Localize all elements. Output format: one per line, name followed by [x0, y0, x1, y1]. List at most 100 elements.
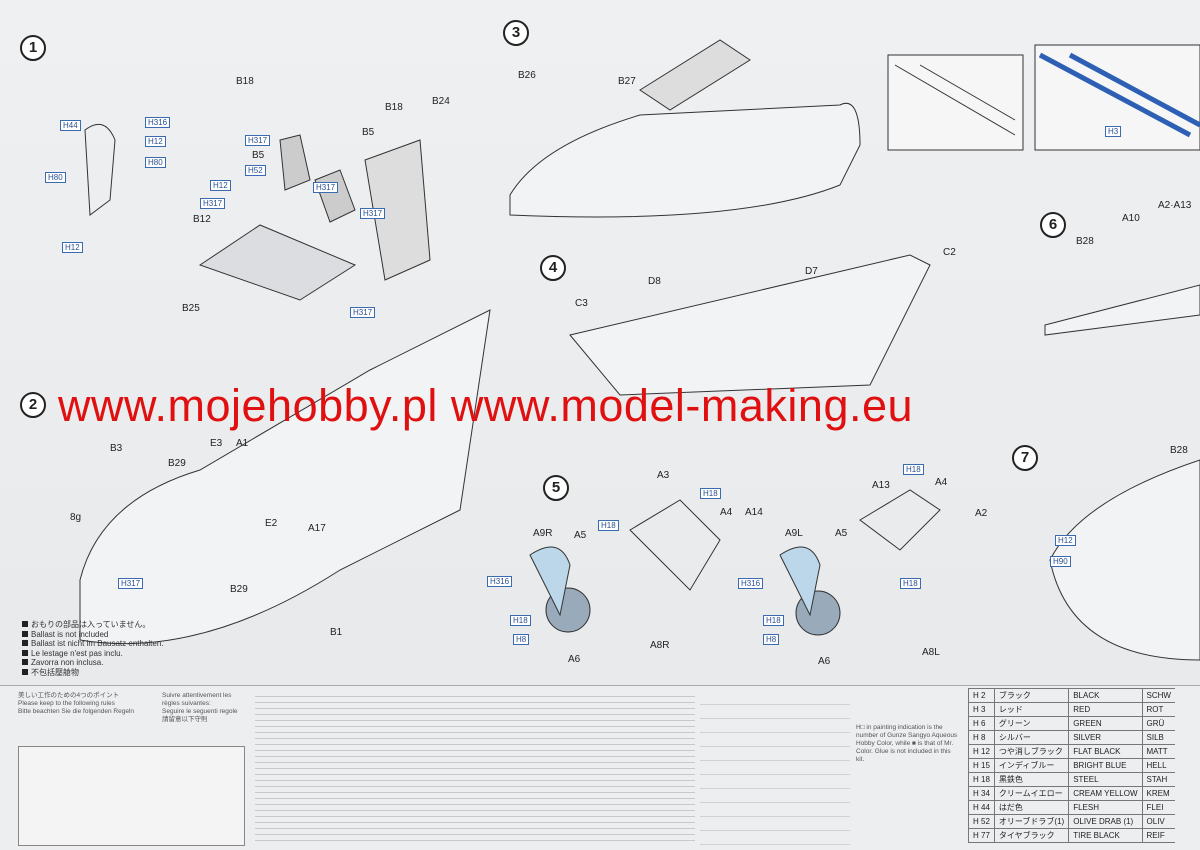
paint-code: H317	[118, 578, 144, 589]
part-label: B29	[230, 584, 248, 595]
paint-code: H80	[45, 172, 66, 183]
part-label: A5	[574, 530, 587, 541]
rule: Bitte beachten Sie die folgenden Regeln	[18, 708, 135, 715]
step-number: 5	[543, 475, 569, 501]
part-label: C3	[575, 298, 588, 309]
paint-code: H8	[513, 634, 530, 645]
paint-code: H52	[245, 165, 266, 176]
paint-code: H317	[200, 198, 226, 209]
part-label: A8R	[650, 640, 670, 651]
paint-code: H12	[210, 180, 231, 191]
part-label: A13	[872, 480, 890, 491]
canopy-part	[639, 39, 751, 111]
paint-code: H18	[900, 578, 921, 589]
part-label: A9L	[785, 528, 803, 539]
part-label: A8L	[922, 647, 940, 658]
paint-code: H12	[1055, 535, 1076, 546]
paint-code: H80	[145, 157, 166, 168]
paint-code: H317	[313, 182, 339, 193]
intake	[529, 546, 571, 617]
rule: 請留意以下守則	[162, 716, 208, 723]
symbol-legend	[700, 691, 850, 846]
part-label: B18	[236, 76, 254, 87]
color-en: FLESH	[1068, 800, 1143, 815]
color-en: CREAM YELLOW	[1068, 786, 1143, 801]
color-code: H 44	[968, 800, 995, 815]
rule: Seguire le seguenti regole	[162, 708, 238, 715]
part-label: A17	[308, 523, 326, 534]
part-label: D8	[648, 276, 661, 287]
color-jp: つや消しブラック	[993, 744, 1070, 759]
part-label: A5	[835, 528, 848, 539]
part-label: B27	[618, 76, 636, 87]
bulkhead	[364, 139, 431, 281]
paint-code: H18	[598, 520, 619, 531]
part-label: B18	[385, 102, 403, 113]
part-label: B24	[432, 96, 450, 107]
color-code: H 34	[968, 786, 995, 801]
color-de: FLEI	[1141, 800, 1175, 815]
part-label: B5	[252, 150, 265, 161]
part-label: B5	[362, 127, 375, 138]
color-jp: はだ色	[993, 800, 1070, 815]
paint-code: H316	[487, 576, 513, 587]
part-label: A14	[745, 507, 763, 518]
note: Le lestage n'est pas inclu.	[22, 649, 164, 659]
wing-step6	[1044, 284, 1200, 336]
color-de: HELL	[1141, 758, 1175, 773]
paint-code: H317	[245, 135, 271, 146]
paint-code: H18	[903, 464, 924, 475]
part-label: A2	[975, 508, 988, 519]
color-code: H 52	[968, 814, 995, 829]
part-label: B25	[182, 303, 200, 314]
paint-code: H316	[738, 578, 764, 589]
part-label: B29	[168, 458, 186, 469]
color-de: ROT	[1141, 702, 1175, 717]
part-label: C2	[943, 247, 956, 258]
paint-code: H18	[763, 615, 784, 626]
color-code: H 18	[968, 772, 995, 787]
color-jp: シルバー	[993, 730, 1070, 745]
color-jp: グリーン	[993, 716, 1070, 731]
rule: Suivre attentivement les règles suivante…	[162, 692, 232, 707]
part-label: A4	[720, 507, 733, 518]
color-jp: タイヤブラック	[993, 828, 1070, 843]
engine-pod	[859, 489, 941, 551]
part-label: A3	[657, 470, 670, 481]
step-number: 6	[1040, 212, 1066, 238]
part-label: E3	[210, 438, 223, 449]
rules-header: Suivre attentivement les règles suivante…	[162, 692, 250, 724]
paint-code: H18	[700, 488, 721, 499]
paint-code: H3	[1105, 126, 1122, 137]
engine-pod	[629, 499, 721, 591]
color-code: H 2	[968, 688, 995, 703]
paint-code: H12	[145, 136, 166, 147]
multilingual-text	[255, 691, 695, 846]
ballast-notes: おもりの部品は入っていません。 Ballast is not included …	[22, 620, 164, 677]
color-de: OLIV	[1141, 814, 1175, 829]
rules-header: 美しい工作のための4つのポイント Please keep to the foll…	[18, 692, 158, 716]
part-label: B26	[518, 70, 536, 81]
paint-note: H□ in painting indication is the number …	[856, 724, 958, 763]
color-jp: クリームイエロー	[993, 786, 1070, 801]
color-en: FLAT BLACK	[1068, 744, 1143, 759]
paint-code: H90	[1050, 556, 1071, 567]
paint-code: H8	[763, 634, 780, 645]
wing-step4	[569, 254, 931, 396]
step-number: 1	[20, 35, 46, 61]
part-label: E2	[265, 518, 278, 529]
part-label: D7	[805, 266, 818, 277]
step-number: 2	[20, 392, 46, 418]
paint-code: H12	[62, 242, 83, 253]
color-en: SILVER	[1068, 730, 1143, 745]
note: 不包括壓艙物	[22, 668, 164, 678]
paint-code: H317	[350, 307, 376, 318]
part-label: B28	[1170, 445, 1188, 456]
cockpit-floor	[198, 224, 357, 301]
